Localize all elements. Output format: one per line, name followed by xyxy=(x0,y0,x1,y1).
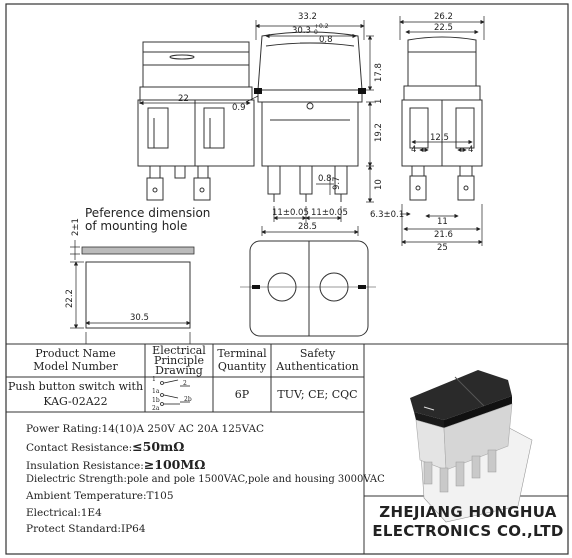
dim-pin-4a: 4 xyxy=(411,145,416,155)
dim-pitch-b: 11±0.05 xyxy=(311,208,348,218)
dim-top-inner: 30.3 xyxy=(292,26,311,36)
dim-bevel: 0.9 xyxy=(232,103,246,113)
dim-small-97: 9.7 xyxy=(332,176,342,190)
dim-small-08: 0.8 xyxy=(318,174,332,184)
dim-height-1: 1 xyxy=(374,99,384,104)
dim-pin-12: 12.5 xyxy=(430,133,449,143)
electrical-schematic xyxy=(160,379,190,406)
dim-side-25: 25 xyxy=(437,243,448,253)
dim-side-inner: 22.5 xyxy=(434,23,453,33)
dim-pin-11: 11 xyxy=(437,217,448,227)
dim-hole-width: 30.5 xyxy=(130,313,149,323)
plan-catch-left xyxy=(252,285,260,289)
dim-top-gap: 0.8 xyxy=(319,35,333,45)
header-electrical-2: Principle xyxy=(153,354,204,367)
dim-pin-4b: 4 xyxy=(468,145,473,155)
dim-top-tol: +0.2 xyxy=(314,23,329,30)
spec-power: Power Rating:14(10)A 250V AC 20A 125VAC xyxy=(26,423,265,435)
safety-value: TUV; CE; CQC xyxy=(277,388,358,401)
spec-contact-label: Contact Resistance: xyxy=(26,442,133,454)
header-safety-1: Safety xyxy=(299,347,336,360)
dim-top-tol2: 0 xyxy=(314,29,318,36)
schem-label-1b: 1b xyxy=(152,397,160,404)
dim-left-inner: 22 xyxy=(178,94,189,104)
dim-hole-height: 22.2 xyxy=(65,289,75,308)
dim-height-19: 19.2 xyxy=(374,123,384,142)
dim-pin-63: 6.3±0.1 xyxy=(370,210,404,220)
header-terminal-1: Terminal xyxy=(217,347,267,360)
front-view xyxy=(257,31,363,202)
dim-side-216: 21.6 xyxy=(434,230,453,240)
dim-hole-thick: 2±1 xyxy=(71,218,81,236)
header-model-number: Model Number xyxy=(33,360,118,373)
header-terminal-2: Quantity xyxy=(217,360,267,373)
product-name-value: Push button switch with xyxy=(7,380,144,393)
dim-front-bottom: 28.5 xyxy=(298,222,317,232)
terminal-qty-value: 6P xyxy=(234,388,250,401)
schem-label-2: 2 xyxy=(183,380,187,387)
dim-pitch-a: 11±0.05 xyxy=(272,208,309,218)
schem-label-2a: 2a xyxy=(152,405,160,412)
product-photo xyxy=(410,370,533,523)
spec-ambient: Ambient Temperature:T105 xyxy=(26,490,174,502)
dim-side-width: 26.2 xyxy=(434,12,453,22)
spec-contact-value: ≤50mΩ xyxy=(132,439,185,454)
schem-label-1: 1 xyxy=(152,376,156,383)
header-product-name: Product Name xyxy=(35,347,116,360)
header-electrical-3: Drawing xyxy=(155,364,203,377)
plan-catch-right xyxy=(358,285,366,289)
company-name-line2: ELECTRONICS CO.,LTD xyxy=(372,522,564,540)
spec-electrical: Electrical:1E4 xyxy=(26,507,102,519)
company-name-line1: ZHEJIANG HONGHUA xyxy=(379,503,557,521)
dim-height-17: 17.8 xyxy=(374,63,384,82)
spec-contact: Contact Resistance:≤50mΩ xyxy=(26,439,184,454)
spec-insulation-label: Insulation Resistance: xyxy=(26,460,144,472)
schem-label-2b: 2b xyxy=(184,396,192,403)
header-electrical-1: Electrical xyxy=(152,344,206,357)
header-safety-2: Authentication xyxy=(276,360,359,373)
spec-insulation-value: ≥100MΩ xyxy=(143,457,206,472)
spec-insulation: Insulation Resistance:≥100MΩ xyxy=(26,457,205,472)
front-catch-right xyxy=(358,88,366,94)
reference-label-line1: Peference dimension xyxy=(85,206,211,220)
dim-height-10: 10 xyxy=(374,179,384,190)
schem-label-1a: 1a xyxy=(152,388,160,395)
reference-label-line2: of mounting hole xyxy=(85,219,188,233)
spec-dielectric: Dielectric Strength:pole and pole 1500VA… xyxy=(26,474,385,485)
dim-top-width: 33.2 xyxy=(298,12,317,22)
side-view xyxy=(401,36,483,201)
model-value: KAG-02A22 xyxy=(43,395,108,408)
left-view xyxy=(137,41,255,201)
front-catch-left xyxy=(254,88,262,94)
top-plan-view xyxy=(240,240,376,337)
mounting-hole-drawing xyxy=(70,240,195,344)
spec-protect: Protect Standard:IP64 xyxy=(26,523,146,535)
